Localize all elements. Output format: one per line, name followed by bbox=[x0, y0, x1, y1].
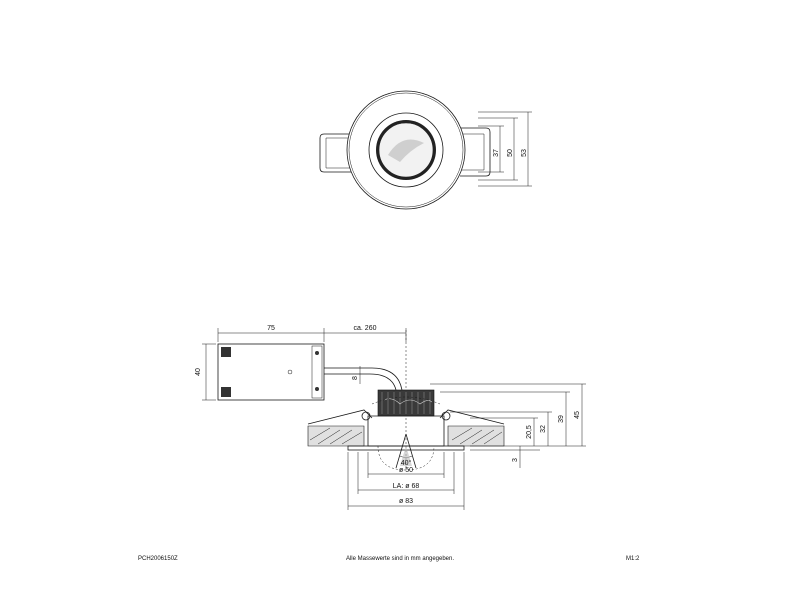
dim-50-label: ø 50 bbox=[399, 467, 413, 474]
dim-50-label: 50 bbox=[507, 149, 514, 157]
ceiling-left-hatch bbox=[309, 427, 363, 445]
left-tab bbox=[319, 133, 352, 173]
driver-label-dot bbox=[287, 369, 293, 375]
beam-lines bbox=[395, 433, 417, 469]
driver-box bbox=[217, 343, 325, 401]
dim-20-5-label: 20,5 bbox=[526, 425, 533, 439]
dim-40-label: 40 bbox=[195, 368, 202, 376]
dim-75-label: 75 bbox=[267, 325, 275, 332]
driver-terminal-top bbox=[221, 347, 231, 357]
left-tab-inner bbox=[325, 137, 352, 169]
outer-ring-edge bbox=[348, 92, 464, 208]
driver-screw-top bbox=[315, 351, 319, 355]
dim-45-label: 45 bbox=[574, 411, 581, 419]
dim-3-label: 3 bbox=[512, 458, 519, 462]
driver-endcap bbox=[311, 345, 323, 399]
spring-left bbox=[307, 409, 373, 425]
dim-32-label: 32 bbox=[540, 425, 547, 433]
spring-right bbox=[439, 409, 505, 425]
driver-screw-bottom bbox=[315, 387, 319, 391]
dim-53-label: 53 bbox=[521, 149, 528, 157]
dim-37-label: 37 bbox=[493, 149, 500, 157]
dim-68-label: LA: ø 68 bbox=[393, 483, 420, 490]
inner-ring bbox=[368, 112, 444, 188]
footer-scale: M1:2 bbox=[626, 556, 640, 562]
tilt-arc bbox=[377, 445, 435, 471]
cable-bottom bbox=[324, 373, 397, 391]
dim-8-label: 8 bbox=[352, 376, 359, 380]
ceiling-right-hatch bbox=[451, 427, 503, 445]
beam-angle-label: 40° bbox=[401, 459, 412, 467]
lens-reflection bbox=[388, 139, 424, 162]
driver-terminal-bottom bbox=[221, 387, 231, 397]
footer-code: PCH2006150Z bbox=[138, 556, 178, 562]
cable-top bbox=[324, 367, 403, 391]
right-tab-inner bbox=[460, 133, 485, 171]
footer-note: Alle Massewerte sind in mm angegeben. bbox=[345, 556, 455, 562]
heatsink-fins bbox=[381, 392, 431, 414]
dim-83-label: ø 83 bbox=[399, 498, 413, 505]
dim-39-label: 39 bbox=[558, 415, 565, 423]
side-view: 40° 75 ca. 260 40 8 20,5 32 39 bbox=[195, 325, 586, 510]
heatsink-highlight bbox=[383, 398, 433, 405]
beam-fill bbox=[400, 446, 412, 466]
right-tab bbox=[460, 127, 491, 177]
top-view: 37 50 53 bbox=[319, 90, 532, 210]
dim-260-label: ca. 260 bbox=[354, 325, 377, 332]
